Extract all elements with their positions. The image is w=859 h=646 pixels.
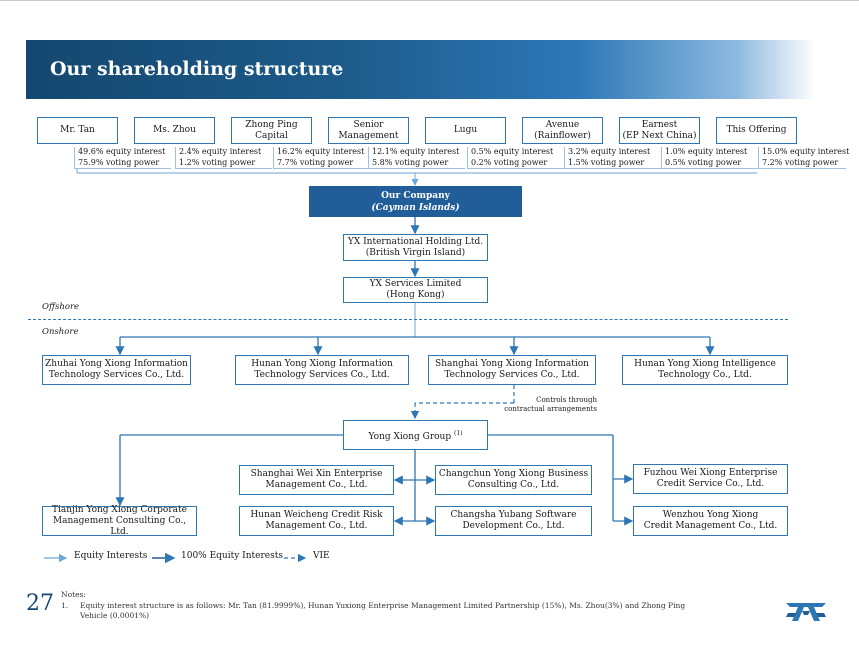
page-number: 27 bbox=[26, 591, 54, 616]
title-banner bbox=[26, 40, 816, 99]
shareholder-earnest: Earnest(EP Next China) bbox=[619, 117, 700, 144]
yong-xiong-group-box: Yong Xiong Group (1) bbox=[343, 420, 488, 450]
yx-services-box: YX Services Limited(Hong Kong) bbox=[343, 277, 488, 303]
note-number: 1. bbox=[61, 601, 69, 610]
shareholder-avenue: Avenue(Rainflower) bbox=[522, 117, 603, 144]
company-logo-icon bbox=[786, 603, 826, 621]
shareholder-ms-zhou: Ms. Zhou bbox=[134, 117, 215, 144]
offshore-label: Offshore bbox=[42, 302, 80, 312]
company-name: Our Company bbox=[381, 190, 450, 201]
top-rule bbox=[0, 0, 859, 1]
company-jurisdiction: (Cayman Islands) bbox=[371, 202, 460, 213]
onshore-label: Onshore bbox=[42, 327, 79, 337]
yx-international-box: YX International Holding Ltd.(British Vi… bbox=[343, 234, 488, 261]
offshore-onshore-divider bbox=[28, 319, 788, 320]
page-title: Our shareholding structure bbox=[50, 58, 344, 80]
legend-vie: VIE bbox=[313, 551, 330, 561]
shareholder-mr-tan: Mr. Tan bbox=[37, 117, 118, 144]
legend-equity: Equity Interests bbox=[74, 551, 148, 561]
our-company-box: Our Company (Cayman Islands) bbox=[309, 186, 522, 217]
notes-heading: Notes: bbox=[61, 590, 86, 599]
legend-full-equity: 100% Equity Interests bbox=[181, 551, 283, 561]
note-1: 1. Equity interest structure is as follo… bbox=[61, 601, 701, 621]
shareholder-this-offering: This Offering bbox=[716, 117, 797, 144]
shareholder-lugu: Lugu bbox=[425, 117, 506, 144]
note-text: Equity interest structure is as follows:… bbox=[80, 601, 686, 620]
